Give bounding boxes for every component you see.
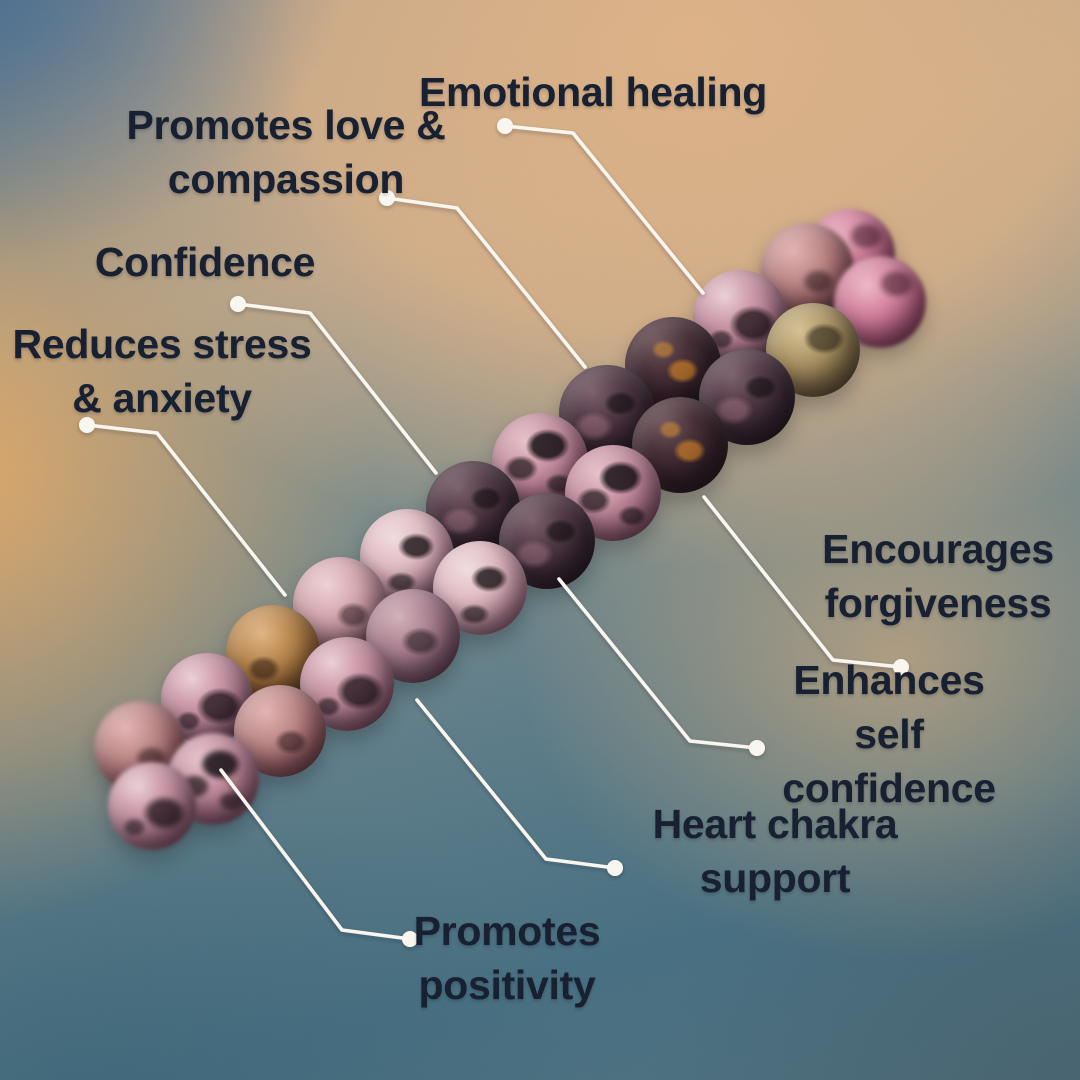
- label-confidence: Confidence: [94, 238, 316, 285]
- leader-line-reduces-stress-anxiety: [85, 423, 287, 597]
- leader-dot-heart-chakra-support: [607, 860, 623, 876]
- leader-line-heart-chakra-support: [415, 698, 617, 870]
- leader-dot-emotional-healing: [497, 118, 513, 134]
- label-encourages-forgiveness: Encourages forgiveness: [822, 525, 1054, 626]
- leader-line-promotes-love-compassion: [385, 196, 587, 369]
- label-heart-chakra-support: Heart chakra support: [652, 800, 898, 901]
- label-emotional-healing: Emotional healing: [419, 68, 767, 115]
- leader-line-promotes-positivity: [219, 768, 412, 941]
- leader-dot-enhances-self-confidence: [749, 740, 765, 756]
- leader-line-enhances-self-confidence: [557, 577, 759, 750]
- label-reduces-stress-anxiety: Reduces stress & anxiety: [12, 320, 312, 421]
- leader-dot-confidence: [230, 296, 246, 312]
- leader-line-emotional-healing: [503, 124, 705, 295]
- label-promotes-love-compassion: Promotes love & compassion: [126, 101, 446, 202]
- label-enhances-self-confidence: Enhances self confidence: [782, 656, 996, 812]
- label-promotes-positivity: Promotes positivity: [413, 907, 601, 1008]
